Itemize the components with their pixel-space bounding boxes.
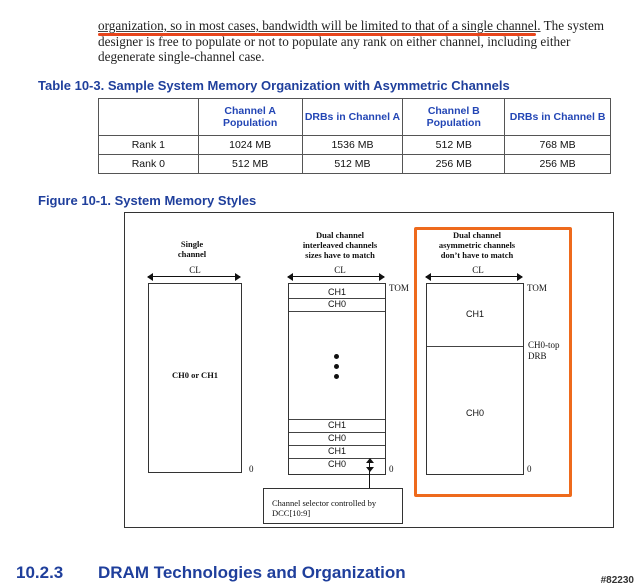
table-cell: 768 MB xyxy=(504,135,611,155)
asymmetric-tom-label: TOM xyxy=(527,283,547,293)
callout-text: Channel selector controlled by DCC[10:9] xyxy=(272,498,377,518)
single-cl-label: CL xyxy=(189,265,201,275)
asymmetric-cl-arrow xyxy=(425,273,523,281)
asymmetric-memory-block: CH1 CH0 xyxy=(426,283,524,475)
interleaved-memory-block: CH1 CH0 CH1 CH0 CH1 CH0 xyxy=(288,283,386,475)
single-channel-header: Single channel xyxy=(177,239,207,259)
table-cell: 512 MB xyxy=(402,135,506,155)
table-header-cell: DRBs in Channel B xyxy=(504,98,611,136)
selector-arrow-line xyxy=(369,460,370,488)
table-header-cell: Channel B Population xyxy=(402,98,506,136)
table-cell: 256 MB xyxy=(504,154,611,174)
segment-top-ch0: CH0 xyxy=(289,298,385,311)
table-cell: 512 MB xyxy=(197,154,303,174)
ellipsis-dot xyxy=(334,364,339,369)
asymmetric-cl-label: CL xyxy=(472,265,484,275)
figure-caption: Figure 10-1. System Memory Styles xyxy=(38,193,257,208)
asymmetric-highlight-box xyxy=(414,227,572,497)
asymmetric-divider xyxy=(427,346,523,347)
ch0-top-drb-label: CH0-top DRB xyxy=(528,340,560,361)
interleaved-cl-label: CL xyxy=(334,265,346,275)
body-paragraph: organization, so in most cases, bandwidt… xyxy=(98,18,618,65)
paragraph-line-1-rest: The system xyxy=(540,18,605,33)
table-cell: Rank 0 xyxy=(98,154,199,174)
segment-bottom-ch1: CH1 xyxy=(289,419,385,432)
single-channel-label: CH0 or CH1 xyxy=(171,370,219,380)
selector-arrow-down-icon xyxy=(366,467,374,472)
ellipsis-dot xyxy=(334,374,339,379)
table-row: Rank 0 512 MB 512 MB 256 MB 256 MB xyxy=(98,154,611,174)
underlined-sentence: organization, so in most cases, bandwidt… xyxy=(98,18,541,33)
segment-bottom-ch0: CH0 xyxy=(289,458,385,471)
table-header-cell xyxy=(98,98,199,136)
table-header-cell: DRBs in Channel A xyxy=(301,98,404,136)
table-cell: Rank 1 xyxy=(98,135,199,155)
red-highlight-underline xyxy=(98,33,536,36)
table-cell: 1536 MB xyxy=(301,135,404,155)
paragraph-line-2: designer is free to populate or not to p… xyxy=(98,33,571,49)
single-zero-label: 0 xyxy=(249,464,254,474)
interleaved-tom-label: TOM xyxy=(389,283,409,293)
figure-frame xyxy=(124,212,614,528)
asymmetric-header: Dual channel asymmetric channels don’t h… xyxy=(438,230,516,260)
table-row: Rank 1 1024 MB 1536 MB 512 MB 768 MB xyxy=(98,135,611,155)
asymmetric-ch0-label: CH0 xyxy=(465,408,484,418)
interleaved-header: Dual channel interleaved channels sizes … xyxy=(302,230,378,260)
table-cell: 512 MB xyxy=(301,154,404,174)
channel-selector-callout: Channel selector controlled by DCC[10:9] xyxy=(263,488,403,524)
interleaved-cl-arrow xyxy=(287,273,385,281)
paragraph-line-1: organization, so in most cases, bandwidt… xyxy=(98,18,618,34)
table-header-cell: Channel A Population xyxy=(197,98,303,136)
memory-organization-table: Channel A Population DRBs in Channel A C… xyxy=(98,98,611,174)
table-cell: 1024 MB xyxy=(197,135,303,155)
segment-top-ch1: CH1 xyxy=(327,287,346,297)
single-cl-arrow xyxy=(147,273,241,281)
single-channel-memory-block: CH0 or CH1 xyxy=(148,283,242,473)
table-header-row: Channel A Population DRBs in Channel A C… xyxy=(98,98,611,136)
ellipsis-dot xyxy=(334,354,339,359)
section-number: 10.2.3 xyxy=(16,563,64,582)
selector-arrow-up-icon xyxy=(366,458,374,463)
table-cell: 256 MB xyxy=(402,154,506,174)
table-caption: Table 10-3. Sample System Memory Organiz… xyxy=(38,78,510,93)
asymmetric-zero-label: 0 xyxy=(527,464,532,474)
watermark-id: #82230 xyxy=(600,575,634,586)
segment-bottom-ch0: CH0 xyxy=(289,432,385,445)
interleaved-zero-label: 0 xyxy=(389,464,394,474)
section-title: DRAM Technologies and Organization xyxy=(98,563,406,582)
paragraph-line-3: degenerate single-channel case. xyxy=(98,49,265,64)
asymmetric-ch1-label: CH1 xyxy=(465,309,484,319)
segment-bottom-ch1: CH1 xyxy=(289,445,385,458)
segment-divider xyxy=(289,311,385,312)
